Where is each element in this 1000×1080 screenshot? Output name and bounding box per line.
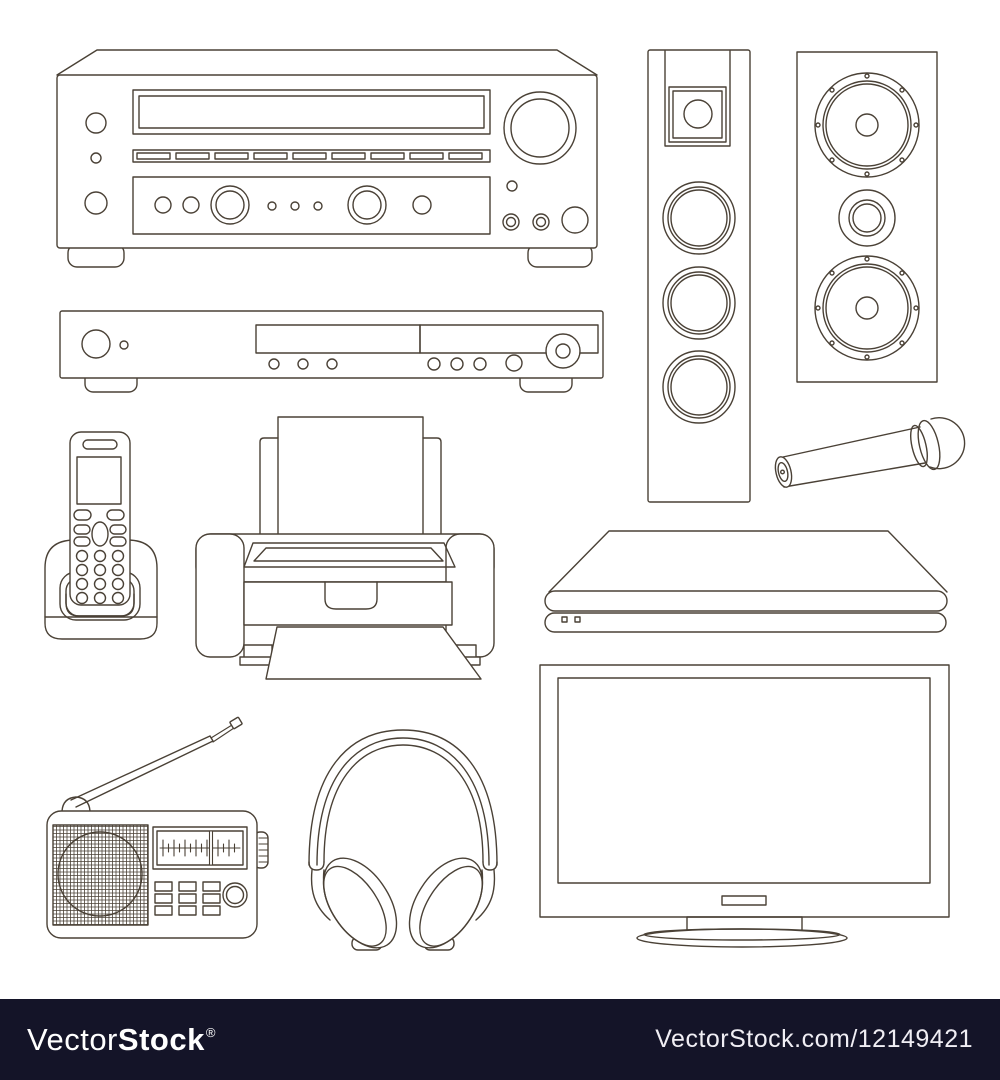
tweeter: [683, 99, 713, 129]
printer-illustration: [195, 416, 495, 680]
dvd-buttons: [268, 354, 523, 372]
radio-illustration: [46, 716, 269, 939]
tv-screen: [557, 677, 931, 884]
headphones-illustration: [308, 729, 498, 951]
dvd-player-illustration: [59, 310, 604, 393]
paper-sheet: [277, 416, 424, 546]
mic-head: [929, 416, 966, 470]
receiver-display: [132, 89, 491, 135]
laptop-illustration: [544, 530, 948, 633]
vectorstock-logo: VectorStock®: [27, 1022, 216, 1058]
dvd-body: [59, 310, 604, 379]
power-button: [81, 329, 111, 359]
cordless-phone-illustration: [44, 431, 158, 640]
output-paper: [265, 626, 482, 680]
receiver-lower-panel: [132, 176, 491, 235]
registered-mark: ®: [205, 1024, 216, 1040]
radio-buttons: [154, 881, 221, 916]
floor-speaker-illustration: [647, 49, 751, 503]
woofer: [814, 255, 920, 361]
tv-illustration: [539, 664, 950, 948]
earpiece: [82, 439, 118, 450]
tv-logo-plate: [721, 895, 767, 906]
headband: [308, 729, 498, 871]
woofer: [662, 350, 736, 424]
receiver-knob: [210, 185, 250, 225]
logo-text-bold: Stock: [117, 1021, 205, 1057]
printer-front: [243, 581, 453, 626]
receiver-buttons: [136, 152, 483, 160]
speaker-cabinet: [796, 51, 938, 383]
laptop-lid: [548, 530, 948, 593]
watermark-bar: VectorStock® VectorStock.com/12149421: [0, 999, 1000, 1080]
right-ear-cup: [408, 857, 484, 949]
radio-knob: [222, 882, 248, 908]
woofer: [814, 72, 920, 178]
phone-keypad: [75, 549, 125, 605]
dial-needle: [208, 830, 214, 866]
receiver-knob: [347, 185, 387, 225]
speaker-cabinet: [647, 49, 751, 503]
electronics-line-art: [44, 49, 966, 951]
paper-slot: [243, 542, 456, 568]
phone-screen: [76, 456, 122, 505]
printer-handle: [324, 581, 378, 610]
receiver-button-strip: [132, 149, 491, 163]
tuning-dial: [152, 826, 248, 870]
mic-handle: [782, 426, 926, 488]
jog-dial: [545, 333, 581, 369]
radio-antenna: [61, 716, 243, 812]
tweeter: [838, 189, 896, 247]
tv-frame: [539, 664, 950, 918]
tweeter-panel: [668, 86, 727, 143]
av-receiver-illustration: [56, 49, 598, 268]
speaker-grille: [52, 824, 149, 926]
credit-url: VectorStock.com/12149421: [655, 1025, 973, 1053]
bookshelf-speaker-illustration: [796, 51, 938, 383]
laptop-leds: [561, 616, 581, 623]
receiver-top-face: [56, 49, 598, 76]
speaker-cone: [57, 831, 143, 917]
woofer: [662, 181, 736, 255]
disc-tray: [419, 324, 599, 354]
mic-end-cap: [774, 456, 793, 488]
phone-handset: [69, 431, 131, 606]
logo-text-light: Vector: [27, 1021, 118, 1057]
nav-key: [91, 521, 109, 547]
woofer: [662, 266, 736, 340]
volume-knob: [503, 91, 577, 165]
left-ear-cup: [322, 857, 398, 949]
laptop-base: [544, 612, 947, 633]
microphone-illustration: [774, 416, 966, 488]
